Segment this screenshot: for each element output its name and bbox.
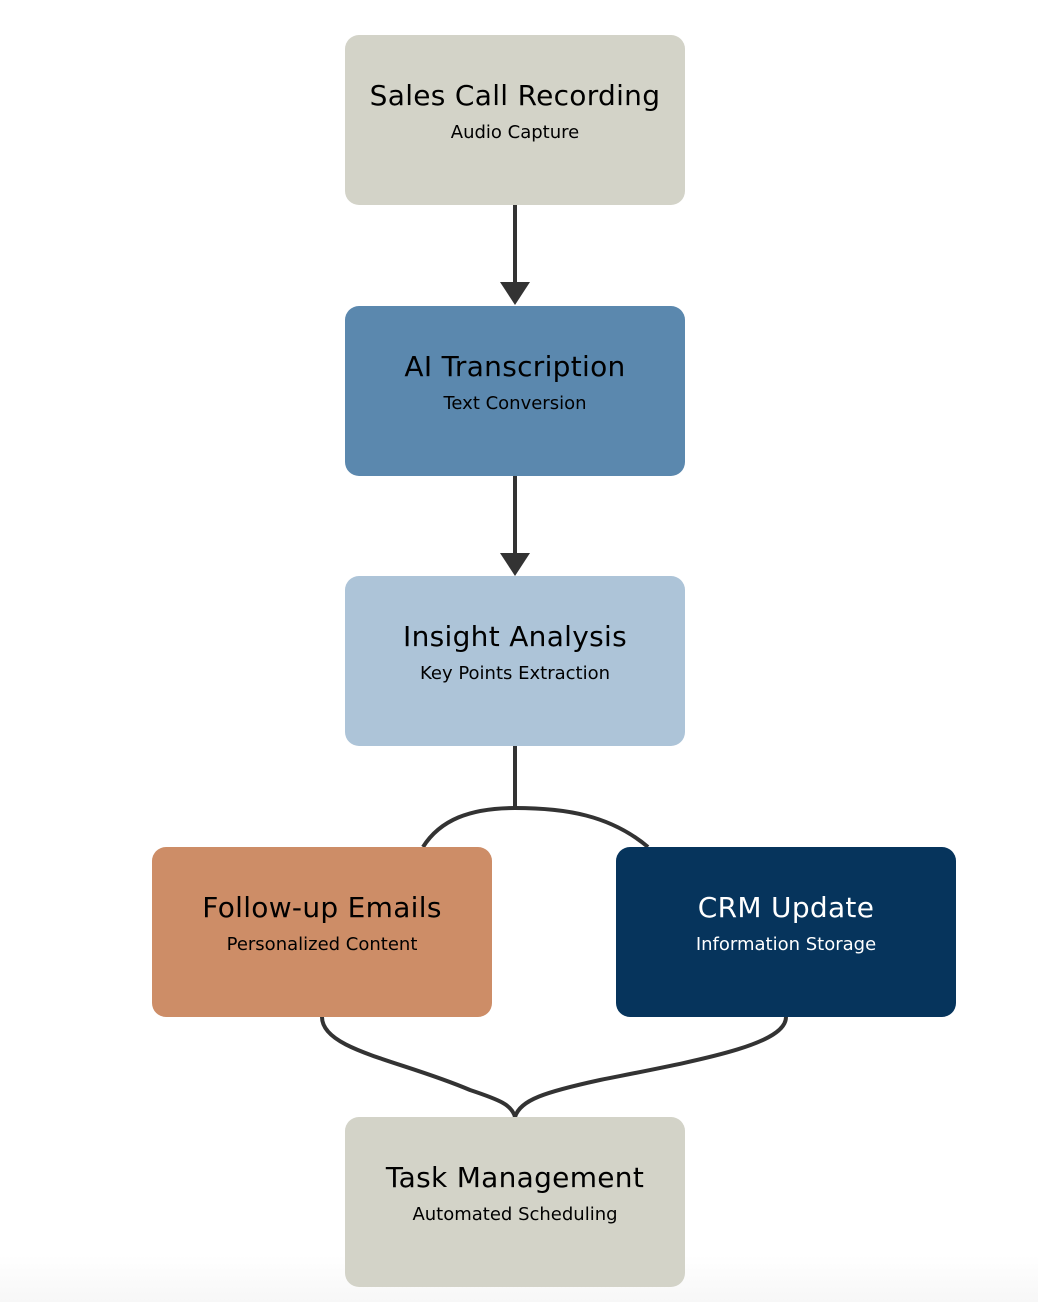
edge-crm-to-tasks: [513, 1016, 788, 1118]
node-title: AI Transcription: [404, 349, 626, 383]
node-title: Follow-up Emails: [202, 890, 442, 924]
node-follow-up-emails[interactable]: Follow-up Emails Personalized Content: [152, 847, 492, 1017]
arrowhead-icon: [500, 282, 530, 305]
edge-analysis-to-crm: [514, 806, 650, 849]
arrowhead-icon: [500, 553, 530, 576]
node-subtitle: Automated Scheduling: [412, 1204, 618, 1226]
node-title: Sales Call Recording: [369, 78, 661, 112]
node-sales-call-recording[interactable]: Sales Call Recording Audio Capture: [345, 35, 685, 205]
edge-emails-to-tasks: [320, 1016, 517, 1118]
node-subtitle: Personalized Content: [226, 934, 418, 956]
node-title: Insight Analysis: [403, 619, 627, 653]
node-subtitle: Key Points Extraction: [419, 663, 611, 685]
node-task-management[interactable]: Task Management Automated Scheduling: [345, 1117, 685, 1287]
node-subtitle: Audio Capture: [450, 122, 580, 144]
node-insight-analysis[interactable]: Insight Analysis Key Points Extraction: [345, 576, 685, 746]
node-title: Task Management: [385, 1160, 645, 1194]
node-crm-update[interactable]: CRM Update Information Storage: [616, 847, 956, 1017]
node-subtitle: Information Storage: [695, 934, 877, 956]
node-ai-transcription[interactable]: AI Transcription Text Conversion: [345, 306, 685, 476]
edge-analysis-to-emails: [421, 806, 516, 849]
node-title: CRM Update: [697, 890, 875, 924]
node-subtitle: Text Conversion: [443, 393, 587, 415]
